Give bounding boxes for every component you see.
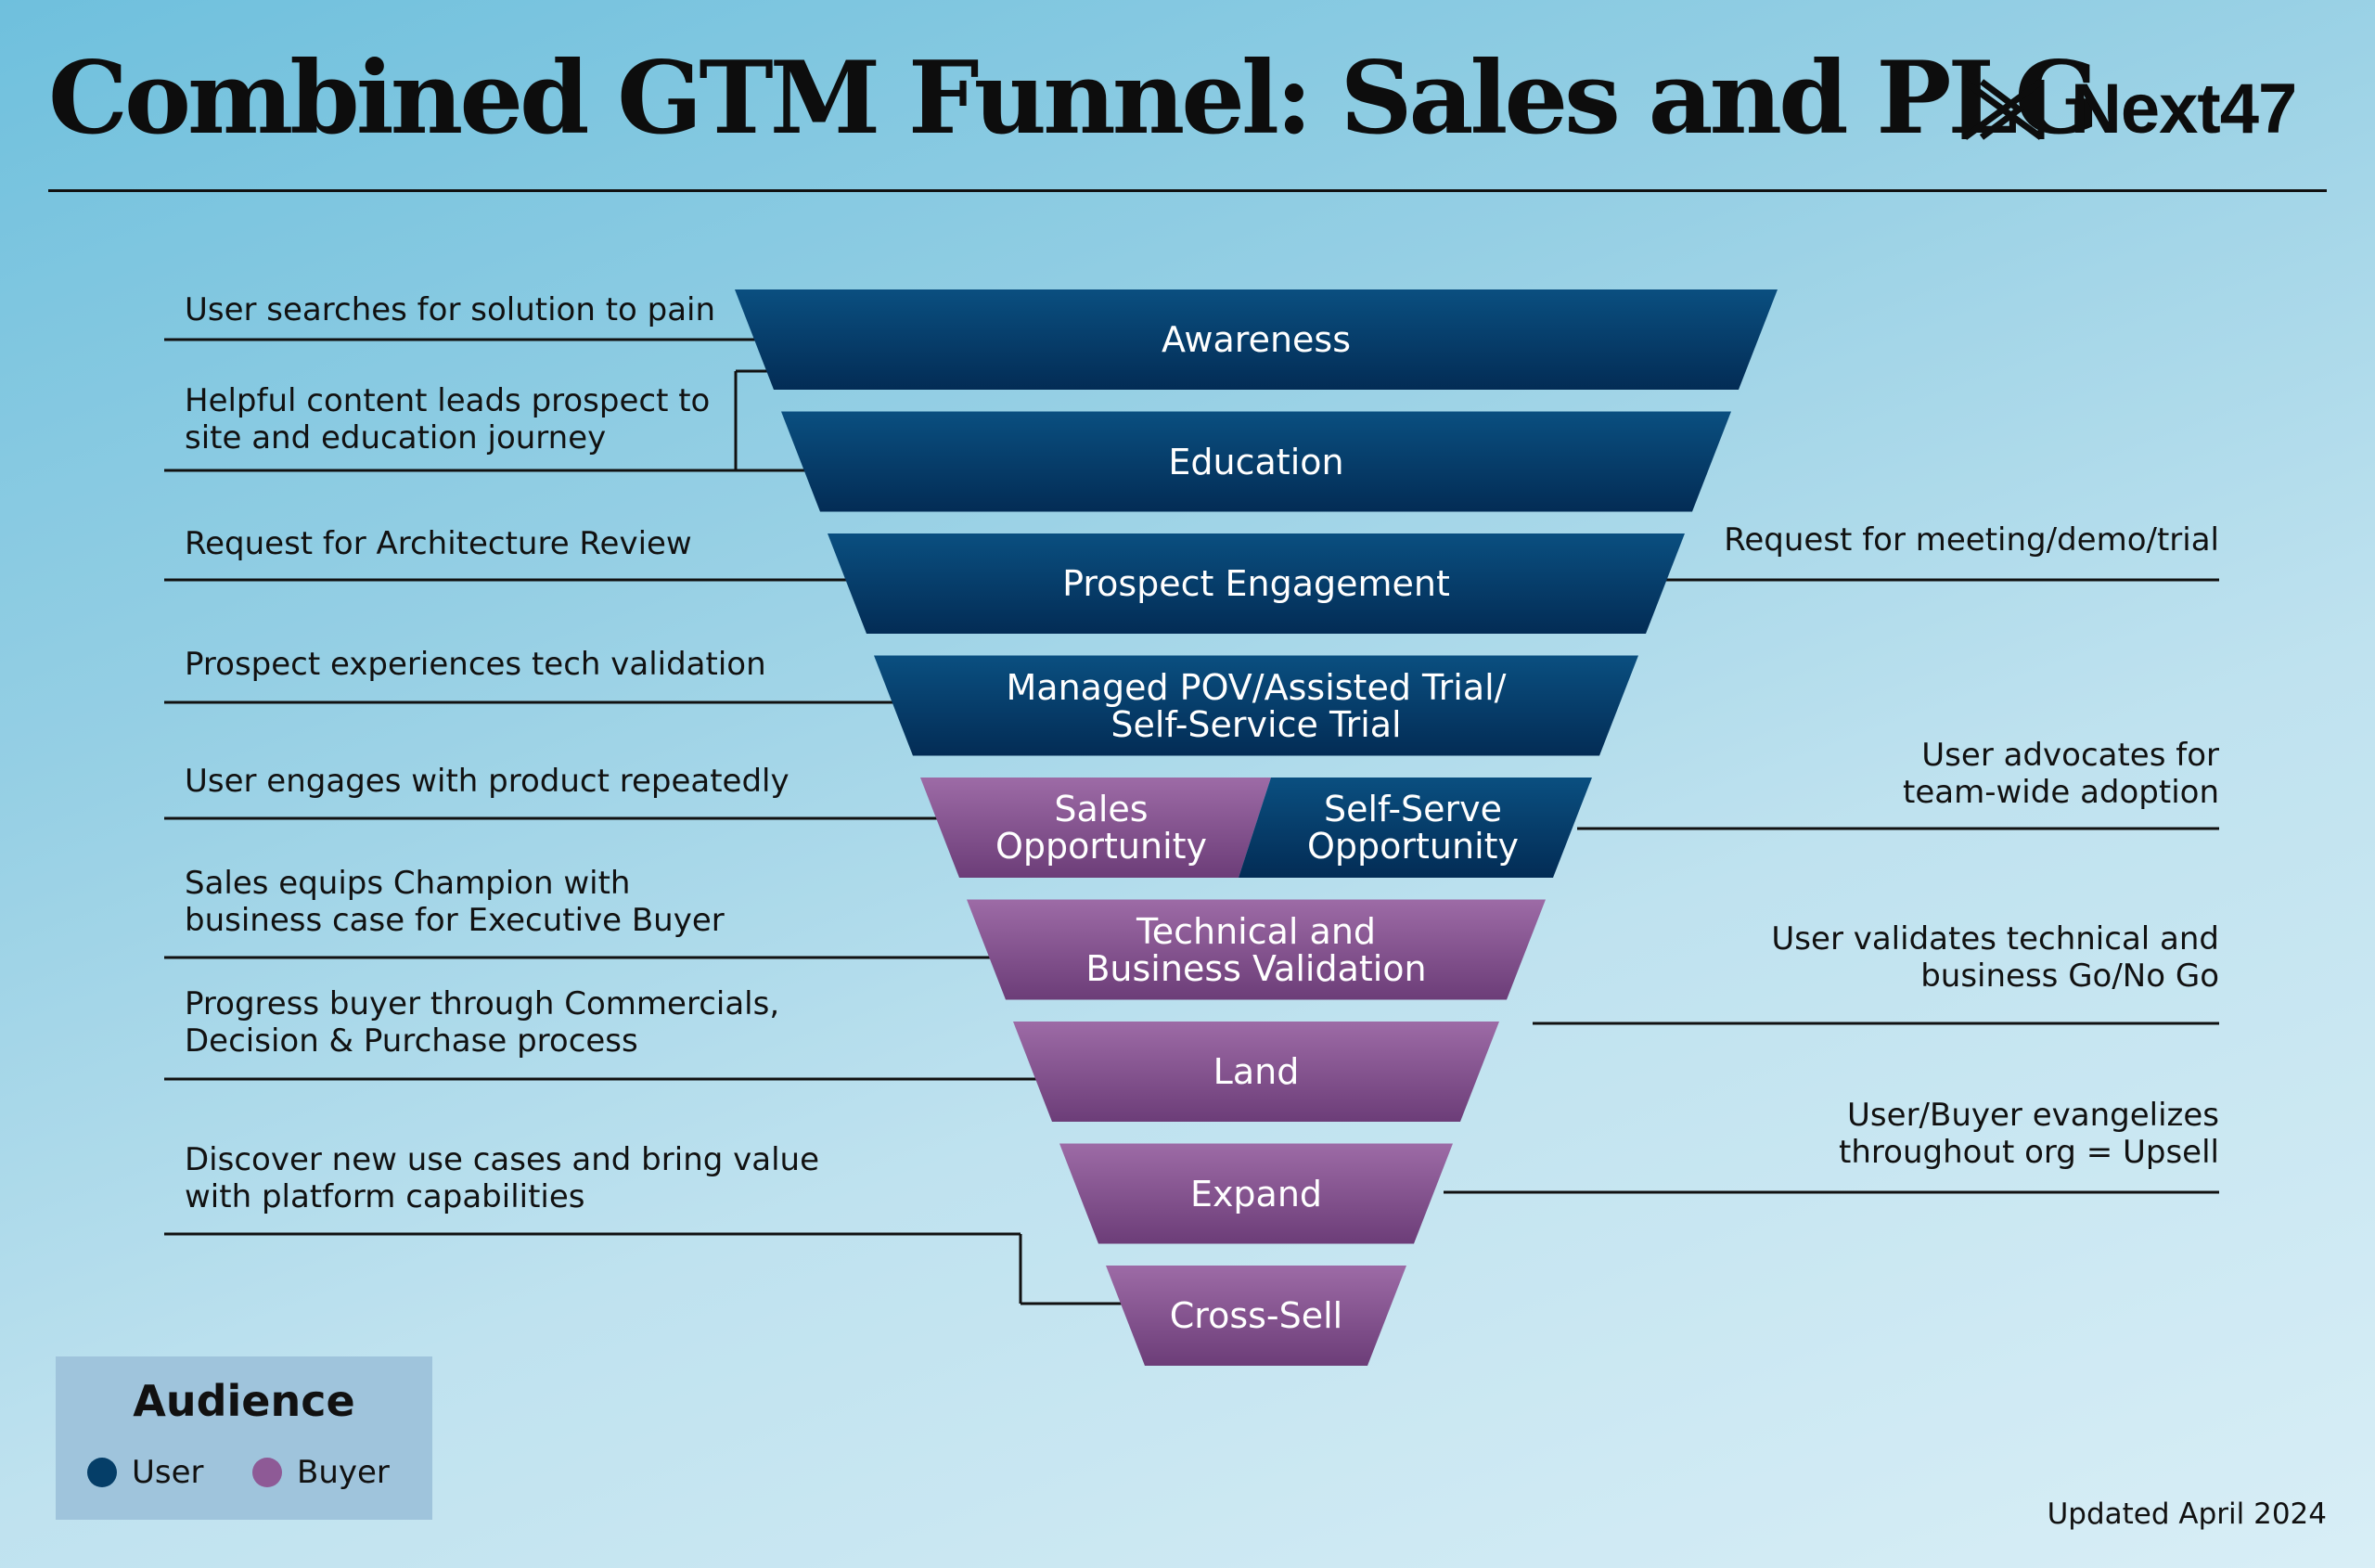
user-dot-icon	[87, 1458, 117, 1487]
stage-label-awareness: Awareness	[1161, 319, 1352, 360]
title-divider	[48, 189, 2327, 192]
legend-title: Audience	[133, 1376, 355, 1426]
stage-managed-pov-trial	[874, 655, 1638, 756]
right-annotation-1: Request for meeting/demo/trial	[1724, 521, 2219, 559]
audience-legend: Audience User Buyer	[56, 1356, 432, 1520]
funnel-stages	[735, 289, 1778, 1366]
stage-expand	[1059, 1143, 1453, 1244]
left-annotation-7: Progress buyer through Commercials,Decis…	[185, 985, 780, 1060]
left-annotation-5: User engages with product repeatedly	[185, 763, 790, 800]
next47-logo-icon	[1961, 79, 2045, 140]
stage-label-expand: Expand	[1189, 1173, 1323, 1215]
stage-sales-opportunity	[920, 778, 1271, 878]
legend-label-buyer: Buyer	[297, 1454, 390, 1491]
buyer-dot-icon	[252, 1458, 282, 1487]
stage-technical-business-validation	[967, 899, 1546, 1000]
stage-education	[781, 411, 1731, 512]
stage-label-cross-sell: Cross-Sell	[1169, 1295, 1343, 1336]
updated-date: Updated April 2024	[2047, 1497, 2327, 1531]
legend-item-buyer: Buyer	[252, 1449, 390, 1496]
stage-label-prospect-engagement: Prospect Engagement	[1062, 563, 1450, 604]
page-title: Combined GTM Funnel: Sales and PLG	[48, 40, 2100, 157]
stage-cross-sell	[1106, 1266, 1406, 1366]
left-annotation-1: User searches for solution to pain	[185, 291, 716, 328]
stage-self-serve-opportunity	[1239, 778, 1592, 878]
legend-label-user: User	[132, 1454, 204, 1491]
brand-logo: Next47	[1961, 70, 2297, 148]
stage-prospect-engagement	[828, 533, 1685, 634]
stage-land	[1013, 1022, 1499, 1122]
connector-lines	[164, 338, 2219, 1305]
stage-label-land: Land	[1213, 1051, 1300, 1092]
stage-label-managed-pov-trial: Managed POV/Assisted Trial/Self-Service …	[1006, 666, 1507, 745]
legend-item-user: User	[87, 1449, 204, 1496]
left-annotation-3: Request for Architecture Review	[185, 525, 692, 562]
stage-awareness	[735, 289, 1778, 390]
brand-name: Next47	[2071, 70, 2297, 148]
left-annotation-4: Prospect experiences tech validation	[185, 646, 766, 683]
stage-label-education: Education	[1168, 441, 1344, 482]
